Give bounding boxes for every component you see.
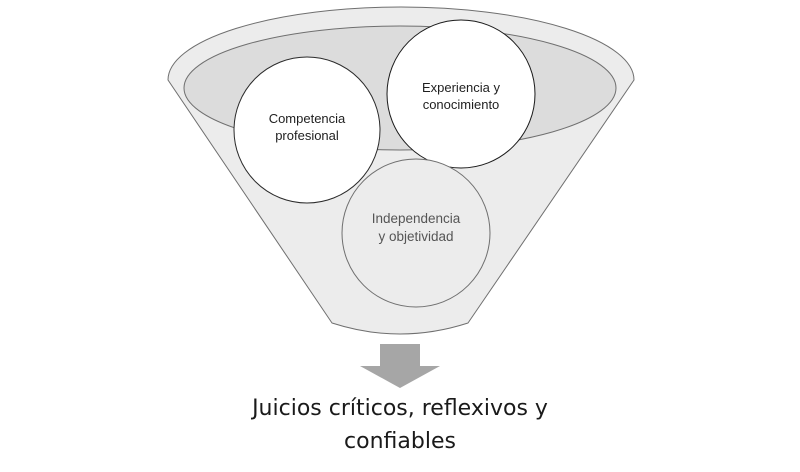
circle-competencia: Competencia profesional — [233, 56, 381, 204]
circle-independencia: Independencia y objetividad — [341, 158, 491, 308]
competencia-label-line2: profesional — [275, 128, 339, 143]
circle-experiencia: Experiencia y conocimiento — [386, 19, 536, 169]
experiencia-label-line1: Experiencia y — [422, 80, 501, 95]
competencia-label-line1: Competencia — [269, 111, 346, 126]
down-arrow-icon — [360, 344, 440, 388]
independencia-label-line1: Independencia — [372, 211, 461, 226]
output-line2: confiables — [344, 429, 456, 454]
funnel-output: Juicios críticos, reflexivos y confiable… — [150, 392, 650, 458]
experiencia-label-line2: conocimiento — [423, 97, 500, 112]
independencia-label-line2: y objetividad — [378, 229, 453, 244]
output-line1: Juicios críticos, reflexivos y — [252, 396, 548, 421]
